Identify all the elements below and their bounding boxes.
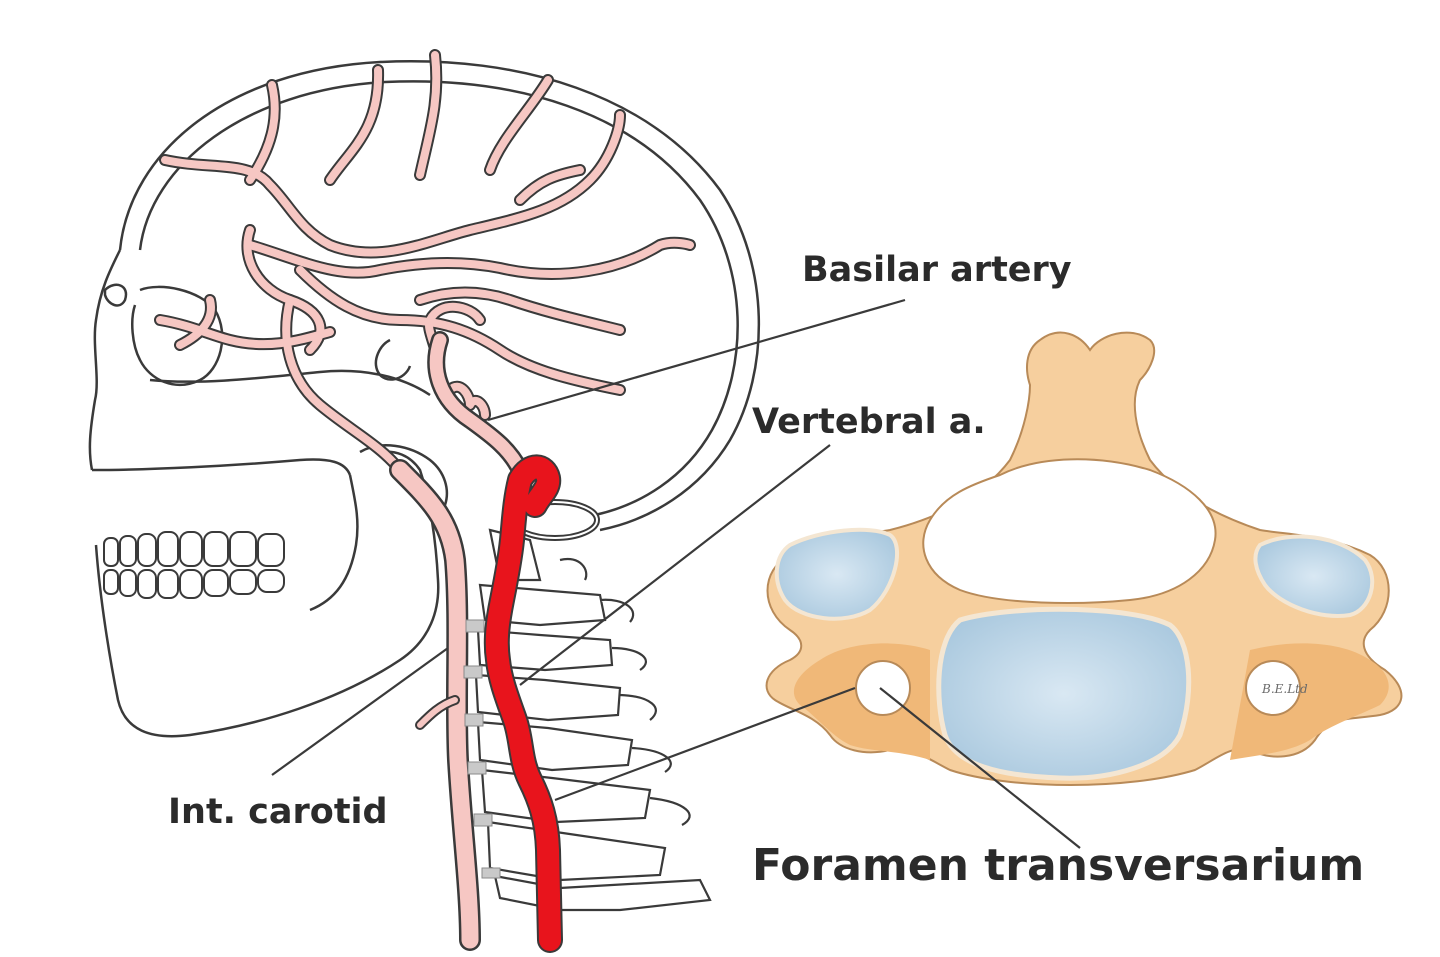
skull-outline bbox=[88, 60, 761, 738]
label-foramen-transversarium: Foramen transversarium bbox=[752, 840, 1365, 891]
cerebral-arteries bbox=[154, 49, 696, 476]
leader-foramen-2 bbox=[879, 687, 1081, 849]
teeth bbox=[103, 531, 285, 599]
leader-foramen-1 bbox=[554, 686, 856, 802]
leader-vertebral bbox=[519, 444, 831, 686]
vertebra-superior-view bbox=[765, 331, 1403, 786]
intervertebral-discs bbox=[463, 619, 501, 879]
leader-carotid bbox=[271, 647, 449, 776]
internal-carotid-artery bbox=[389, 459, 481, 951]
leader-basilar bbox=[487, 298, 906, 422]
vertebral-artery bbox=[483, 454, 563, 953]
label-basilar-artery: Basilar artery bbox=[802, 250, 1072, 290]
leader-lines bbox=[271, 298, 1081, 849]
credit-text: B.E.Ltd bbox=[1262, 682, 1308, 696]
label-internal-carotid: Int. carotid bbox=[168, 792, 388, 832]
label-vertebral-artery: Vertebral a. bbox=[752, 402, 986, 442]
basilar-artery bbox=[427, 331, 529, 479]
